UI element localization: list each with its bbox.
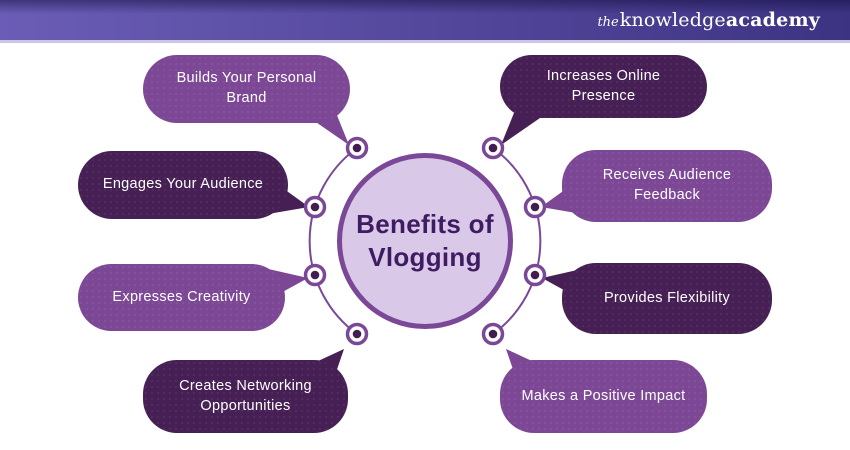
right-arc [492, 147, 542, 335]
connector-node [523, 195, 547, 219]
bubble-creates-networking: Creates Networking Opportunities [143, 360, 348, 433]
connector-node [345, 136, 369, 160]
connector-node [303, 263, 327, 287]
left-arc [308, 147, 358, 335]
connector-node [481, 322, 505, 346]
central-title-line1: Benefits of [356, 208, 494, 239]
logo-the: the [597, 15, 619, 30]
bubble-provides-flexibility: Provides Flexibility [562, 263, 772, 334]
bubble-expresses-creativity: Expresses Creativity [78, 264, 285, 331]
bubble-receives-feedback: Receives Audience Feedback [562, 150, 772, 222]
bubble-label: Provides Flexibility [603, 289, 731, 306]
bubble-label: Receives Audience Feedback [602, 167, 732, 203]
connector-node [345, 322, 369, 346]
central-title-line2: Vlogging [368, 242, 482, 272]
bubble-label: Builds Your Personal Brand [176, 70, 317, 106]
bubble-label: Creates Networking Opportunities [179, 377, 312, 414]
logo-knowledge: knowledge [619, 9, 726, 31]
connector-node [523, 263, 547, 287]
bubble-increases-online-presence: Increases Online Presence [500, 55, 707, 118]
bubble-engages-audience: Engages Your Audience [78, 151, 288, 219]
bubble-label: Expresses Creativity [112, 288, 251, 305]
central-topic-circle: Benefits of Vlogging [337, 153, 513, 329]
bubble-builds-personal-brand: Builds Your Personal Brand [143, 55, 350, 123]
bubble-makes-positive-impact: Makes a Positive Impact [500, 360, 707, 433]
logo-academy: academy [725, 9, 820, 31]
bubble-label: Engages Your Audience [102, 176, 264, 193]
bubble-label: Increases Online Presence [546, 67, 661, 104]
connector-node [481, 136, 505, 160]
bubble-label: Makes a Positive Impact [521, 387, 686, 404]
connector-node [303, 195, 327, 219]
